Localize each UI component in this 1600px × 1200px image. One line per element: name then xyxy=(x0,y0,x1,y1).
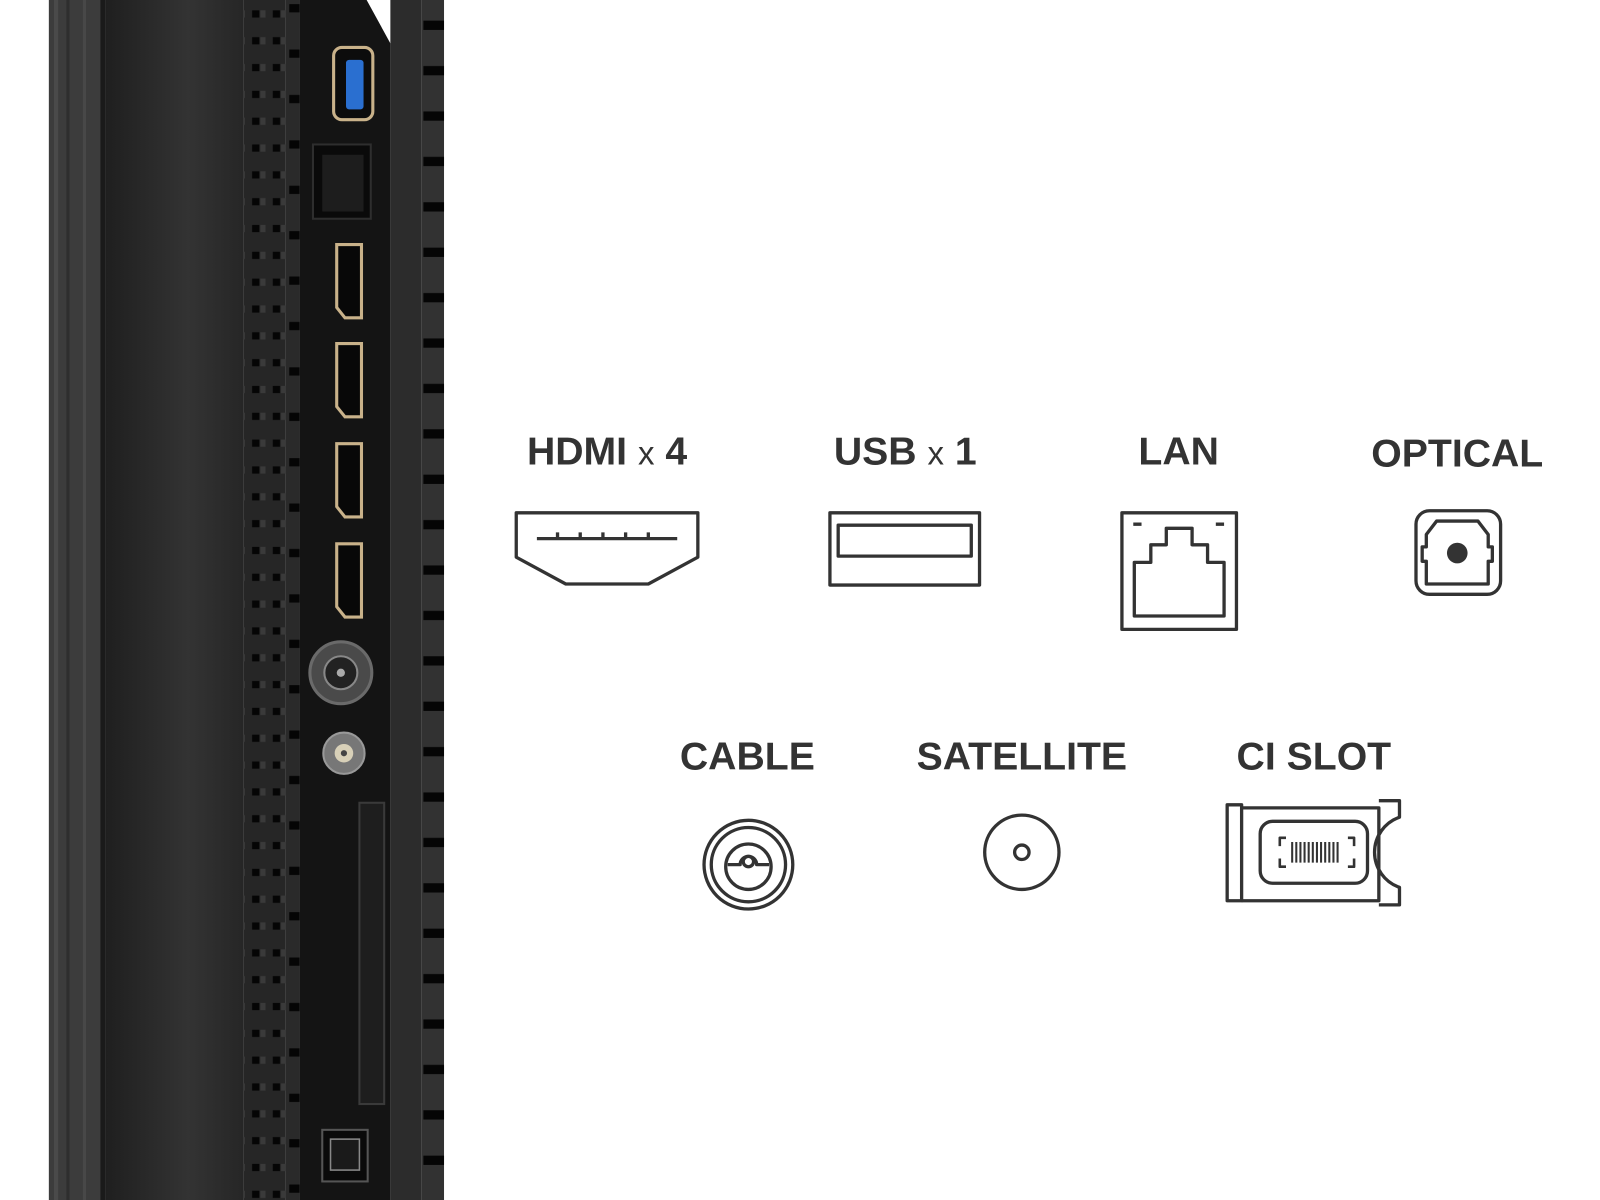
usb-label: USB x 1 xyxy=(834,430,977,473)
ci-slot-label: CI SLOT xyxy=(1237,736,1392,779)
cable-icon xyxy=(702,818,795,911)
satellite-icon xyxy=(983,813,1061,892)
cable-label: CABLE xyxy=(680,736,815,779)
ci-slot-port xyxy=(358,801,386,1106)
usb-icon xyxy=(828,511,982,587)
usb-port xyxy=(332,45,375,122)
lan-label: LAN xyxy=(1138,430,1219,473)
optical-label: OPTICAL xyxy=(1371,432,1543,475)
ci-slot-icon xyxy=(1225,799,1402,907)
hdmi-icon xyxy=(514,511,700,586)
cable-coax-port xyxy=(308,640,374,706)
lan-icon xyxy=(1120,511,1239,632)
hdmi-ports xyxy=(335,242,364,619)
optical-port xyxy=(321,1128,369,1183)
satellite-port xyxy=(322,731,366,775)
satellite-label: SATELLITE xyxy=(917,736,1127,779)
hdmi-label: HDMI x 4 xyxy=(527,430,687,473)
optical-icon xyxy=(1414,509,1503,596)
tv-rear-panel-photo xyxy=(48,0,445,1200)
lan-port xyxy=(311,143,372,220)
